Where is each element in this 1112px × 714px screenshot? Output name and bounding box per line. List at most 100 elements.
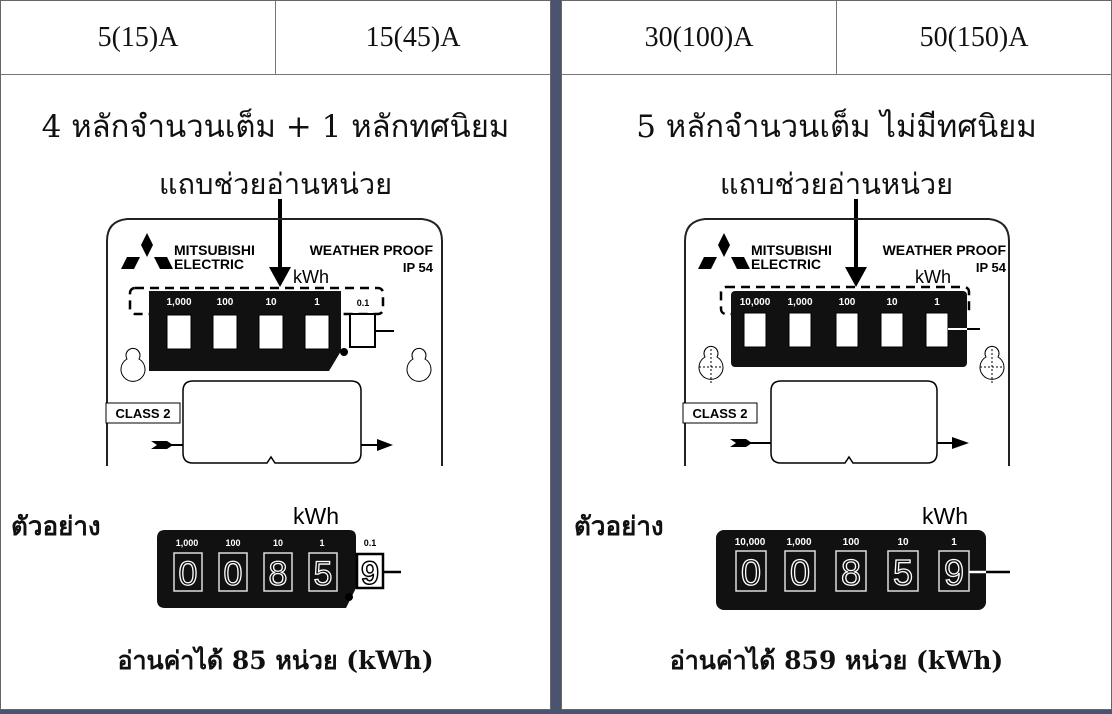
decimal-place-label: 0.1 [364, 538, 377, 548]
digit-format-title: 5 หลักจำนวนเต็ม ไม่มีทศนิยม [636, 109, 1037, 145]
example-digit: 0 [224, 555, 243, 593]
output-arrow-icon [952, 437, 969, 449]
pointer-arrow-head [269, 267, 291, 287]
place-label: 10 [273, 538, 283, 548]
example-digit: 5 [314, 555, 333, 593]
example-label: ตัวอย่าง [574, 512, 664, 542]
input-arrow-icon [730, 439, 752, 447]
pointer-arrow-head [845, 267, 867, 287]
brand-line2: ELECTRIC [751, 256, 821, 272]
example-digit-window [784, 550, 816, 592]
header-cell: 50(150)A [836, 1, 1111, 74]
place-label: 100 [843, 537, 860, 548]
input-arrow-icon [151, 441, 173, 449]
weather-proof-label: WEATHER PROOF [883, 242, 1007, 258]
example-register: kWh 10,000 1,000 100 10 1 0 0 8 5 9 [716, 503, 1010, 610]
output-arrow-icon [377, 439, 393, 451]
brand-line2: ELECTRIC [174, 256, 244, 272]
example-decimal-window [355, 552, 385, 590]
digit-window [304, 314, 330, 350]
header-cell: 15(45)A [275, 1, 550, 74]
place-label: 1,000 [166, 297, 191, 308]
example-digit: 9 [944, 552, 964, 593]
place-label: 1 [934, 297, 940, 308]
example-digit: 5 [893, 552, 913, 593]
mount-hole-icon [979, 345, 1005, 383]
place-label: 1 [319, 538, 324, 548]
digit-window [880, 312, 904, 348]
place-label: 10,000 [740, 297, 771, 308]
example-register-body [157, 530, 356, 608]
place-label: 10,000 [735, 537, 766, 548]
class-label: CLASS 2 [116, 406, 171, 421]
meter-body-outline [684, 218, 1010, 466]
example-digit: 0 [741, 552, 761, 593]
example-digit: 8 [841, 552, 861, 593]
example-digit: 8 [269, 555, 288, 593]
unit-label: kWh [915, 267, 951, 287]
reading-result: อ่านค่าได้ 859 หน่วย (kWh) [669, 646, 1004, 675]
meter-face-diagram: MITSUBISHI ELECTRIC WEATHER PROOF IP 54 … [105, 199, 443, 466]
reading-result: อ่านค่าได้ 85 หน่วย (kWh) [117, 646, 434, 675]
place-label: 10 [886, 297, 898, 308]
digit-window [925, 312, 949, 348]
place-label: 1 [951, 537, 957, 548]
example-unit: kWh [293, 503, 339, 529]
left-header: 5(15)A 15(45)A [1, 1, 550, 75]
example-register: kWh 1,000 100 10 1 0 0 8 5 0.1 9 [157, 503, 401, 608]
class-label: CLASS 2 [693, 406, 748, 421]
reading-band-label: แถบช่วยอ่านหน่วย [158, 167, 393, 201]
unit-label: kWh [293, 267, 329, 287]
place-label: 1,000 [787, 297, 812, 308]
decimal-place-label: 0.1 [357, 298, 370, 308]
left-panel: 5(15)A 15(45)A 4 หลักจำนวนเต็ม + 1 หลักท… [0, 0, 551, 710]
digit-window [788, 312, 812, 348]
mount-hole-icon [406, 347, 432, 382]
ip-rating-label: IP 54 [403, 260, 434, 275]
example-digit: 0 [179, 555, 198, 593]
example-digit-window [308, 552, 338, 592]
decimal-digit-window [349, 313, 376, 348]
terminal-cover [182, 380, 362, 464]
example-digit-window [218, 552, 248, 592]
reading-band-label: แถบช่วยอ่านหน่วย [719, 167, 954, 201]
decimal-dot [340, 348, 348, 356]
digit-window [743, 312, 767, 348]
place-label: 10 [897, 537, 909, 548]
place-label: 100 [839, 297, 856, 308]
place-label: 1 [314, 297, 320, 308]
example-digit: 0 [790, 552, 810, 593]
decimal-dot [345, 593, 353, 601]
example-unit: kWh [922, 503, 968, 529]
ip-rating-label: IP 54 [976, 260, 1007, 275]
place-label: 100 [225, 538, 240, 548]
example-digit-window [938, 550, 970, 592]
register-place-labels: 1,000 100 10 1 [166, 297, 320, 308]
brand-line1: MITSUBISHI [751, 242, 832, 258]
weather-proof-label: WEATHER PROOF [310, 242, 434, 258]
header-cell: 30(100)A [644, 21, 754, 53]
place-label: 10 [265, 297, 277, 308]
brand-line1: MITSUBISHI [174, 242, 255, 258]
digit-window [166, 314, 192, 350]
right-header: 30(100)A 50(150)A [562, 1, 1111, 75]
example-digit-window [835, 550, 867, 592]
place-label: 1,000 [786, 537, 811, 548]
mitsubishi-logo-icon [121, 233, 173, 269]
example-digit-window [173, 552, 203, 592]
digit-window [212, 314, 238, 350]
mitsubishi-logo-icon [698, 233, 750, 269]
header-cell: 5(15)A [97, 21, 179, 53]
mount-hole-icon [698, 345, 724, 383]
example-digit-window [887, 550, 919, 592]
place-label: 100 [217, 297, 234, 308]
example-digit-window [735, 550, 767, 592]
digit-window [835, 312, 859, 348]
meter-face-diagram: MITSUBISHI ELECTRIC WEATHER PROOF IP 54 … [682, 199, 1010, 466]
class-badge [682, 402, 758, 424]
class-badge [105, 402, 181, 424]
terminal-cover [770, 380, 938, 464]
register-window [149, 291, 341, 371]
example-digit-window [263, 552, 293, 592]
example-decimal-digit: 9 [361, 555, 379, 591]
